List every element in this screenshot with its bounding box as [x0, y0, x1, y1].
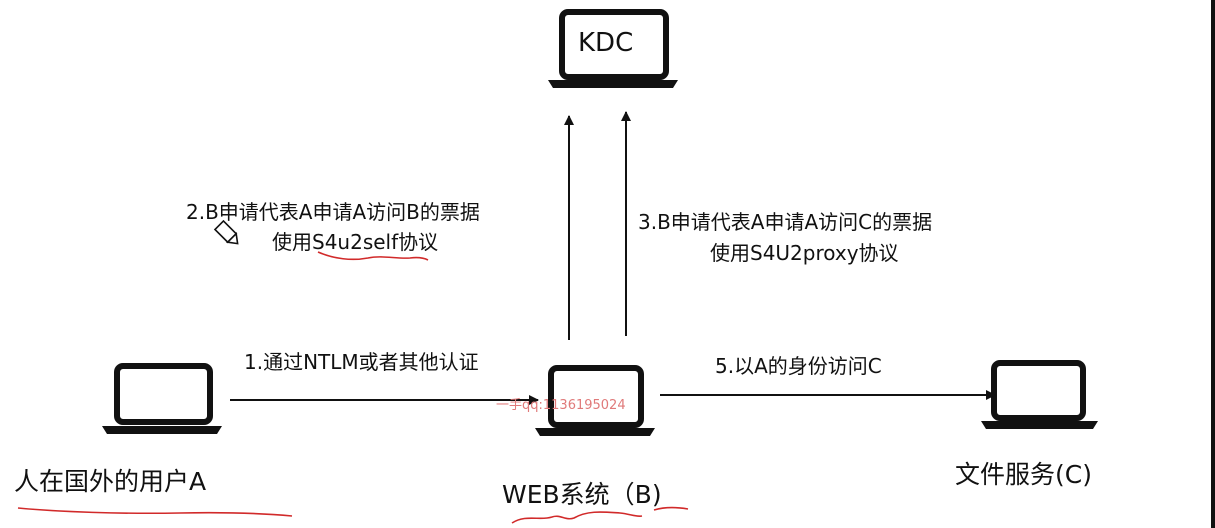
step1-label: 1.通过NTLM或者其他认证 [244, 350, 479, 374]
user-laptop-icon [102, 363, 222, 434]
annotation-underline-b [653, 506, 689, 511]
annotation-underline-web [511, 511, 643, 524]
web-laptop-icon [535, 365, 655, 436]
step5-label: 5.以A的身份访问C [715, 354, 882, 378]
step2-line2: 使用S4u2self协议 [272, 230, 439, 254]
step3-line2: 使用S4U2proxy协议 [710, 241, 899, 265]
user-node-label: 人在国外的用户A [14, 467, 207, 496]
kdc-screen-label: KDC [578, 28, 634, 58]
file-laptop-icon [981, 360, 1098, 429]
step3-line1: 3.B申请代表A申请A访问C的票据 [638, 210, 933, 234]
file-node-label: 文件服务(C) [955, 460, 1092, 489]
annotation-underline-s4u2self [317, 251, 429, 261]
step2-line1: 2.B申请代表A申请A访问B的票据 [186, 200, 480, 224]
kdc-laptop-icon [548, 9, 678, 88]
pen-cursor-icon [213, 219, 239, 245]
web-node-label: WEB系统（B) [502, 480, 662, 509]
watermark-text: 一手qq:1136195024 [496, 398, 626, 413]
annotation-underline-user [17, 507, 293, 517]
right-edge-bar [1211, 0, 1215, 528]
